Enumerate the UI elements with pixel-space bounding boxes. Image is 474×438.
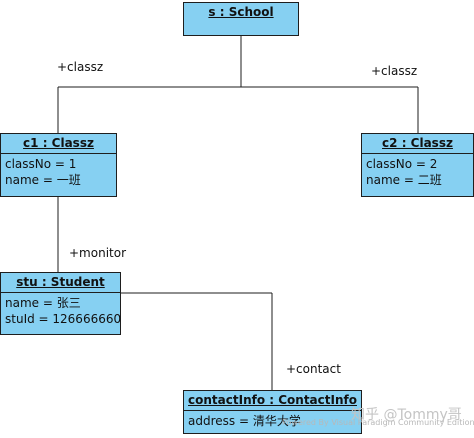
student-attributes: name = 张三 stuId = 126666660 [1, 293, 122, 329]
c2-object[interactable]: c2 : Classz classNo = 2 name = 二班 [361, 133, 474, 197]
contact-label: +contact [286, 362, 341, 376]
student-object[interactable]: stu : Student name = 张三 stuId = 12666666… [0, 272, 121, 335]
contactinfo-attributes: address = 清华大学 [184, 411, 361, 431]
c1-attributes: classNo = 1 name = 一班 [1, 154, 116, 190]
c1-attr-name: name = 一班 [5, 173, 81, 187]
c2-attr-name: name = 二班 [366, 173, 442, 187]
contactinfo-attr-address: address = 清华大学 [188, 414, 301, 428]
classz-right-label: +classz [371, 64, 418, 78]
c2-object-title: c2 : Classz [362, 134, 473, 154]
c1-attr-classno: classNo = 1 [5, 157, 77, 171]
contactinfo-object-title: contactInfo : ContactInfo [184, 391, 361, 411]
student-attr-stuid: stuId = 126666660 [5, 312, 122, 326]
student-object-title: stu : Student [1, 273, 120, 293]
c2-attr-classno: classNo = 2 [366, 157, 438, 171]
monitor-label: +monitor [69, 246, 127, 260]
school-object[interactable]: s : School [183, 2, 299, 36]
c1-object[interactable]: c1 : Classz classNo = 1 name = 一班 [0, 133, 117, 197]
school-object-title: s : School [208, 5, 274, 19]
student-attr-name: name = 张三 [5, 296, 81, 310]
c2-attributes: classNo = 2 name = 二班 [362, 154, 473, 190]
zhihu-watermark: 知乎 @Tommy哥 [351, 407, 462, 423]
c1-object-title: c1 : Classz [1, 134, 116, 154]
classz-left-label: +classz [57, 60, 104, 74]
contactinfo-object[interactable]: contactInfo : ContactInfo address = 清华大学 [183, 390, 362, 434]
vp-watermark: Powered By Visual Paradigm Community Edi… [282, 418, 474, 427]
